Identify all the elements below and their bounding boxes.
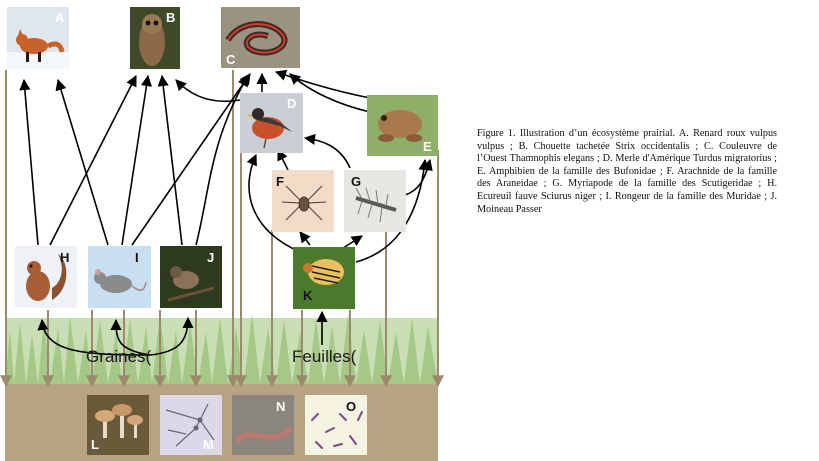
- figure-caption: Figure 1. Illustration d’un écosystème p…: [477, 128, 777, 216]
- letter-e: E: [423, 139, 432, 154]
- letter-a: A: [55, 10, 65, 25]
- organism-m-mold: M: [160, 395, 222, 455]
- letter-b: B: [166, 10, 175, 25]
- letter-j: J: [207, 250, 214, 265]
- seeds-label: Graines(: [86, 347, 152, 366]
- owl-icon: [139, 14, 165, 66]
- letter-g: G: [351, 174, 361, 189]
- letter-n: N: [276, 399, 285, 414]
- letter-m: M: [203, 437, 214, 452]
- organism-l-mushroom: L: [87, 395, 149, 455]
- organism-b-owl: B: [130, 7, 180, 69]
- organism-c-snake: C: [221, 7, 300, 68]
- organism-j-sparrow: J: [160, 246, 222, 308]
- organism-k-beetle: K: [293, 247, 355, 309]
- organism-h-squirrel: H: [15, 246, 77, 308]
- organism-d-robin: D: [240, 93, 303, 153]
- leaves-label: Feuilles(: [292, 347, 357, 366]
- organism-f-spider: F: [272, 170, 334, 232]
- letter-f: F: [276, 174, 284, 189]
- letter-l: L: [91, 437, 99, 452]
- organism-o-bacteria: O: [305, 395, 367, 455]
- letter-i: I: [135, 250, 139, 265]
- organism-n-earthworm: N: [232, 395, 294, 455]
- letter-o: O: [346, 399, 356, 414]
- letter-h: H: [60, 250, 69, 265]
- organism-e-toad: E: [367, 95, 438, 156]
- organism-g-centipede: G: [344, 170, 406, 232]
- letter-k: K: [303, 288, 313, 303]
- toad-icon: [378, 110, 422, 142]
- letter-d: D: [287, 96, 296, 111]
- letter-c: C: [226, 52, 236, 67]
- organism-i-mouse: I: [88, 246, 151, 308]
- organism-a-fox: A: [7, 7, 69, 69]
